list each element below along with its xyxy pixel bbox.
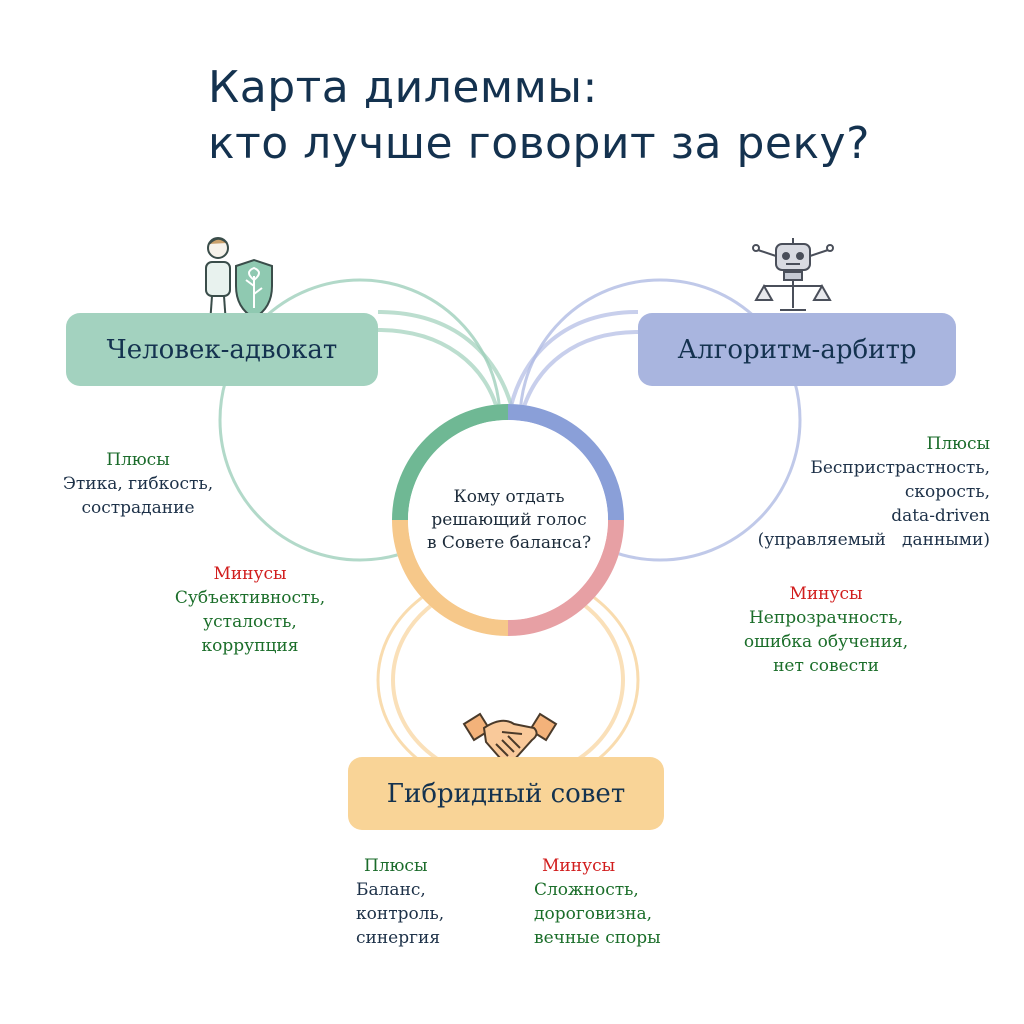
cons-item: коррупция (201, 636, 299, 656)
cons-label: Минусы (213, 564, 287, 584)
cons-item: вечные споры (534, 928, 661, 948)
person-with-leaf-shield-icon (205, 237, 273, 325)
center-question-line: в Совете баланса? (426, 533, 592, 553)
node-human-advocate: Человек-адвокат (66, 313, 378, 386)
cons-item: Сложность, (534, 880, 639, 900)
center-question-line: Кому отдать (453, 487, 565, 507)
cons-label: Минусы (542, 856, 616, 876)
pros-label: Плюсы (106, 450, 170, 470)
handshake-icon (462, 712, 558, 764)
pros-item: контроль, (356, 904, 445, 924)
pros-item: Этика, гибкость, (62, 474, 214, 494)
cons-item: нет совести (773, 656, 879, 676)
cons-item: Субъективность, (174, 588, 326, 608)
human-pros: Плюсы Этика, гибкость, сострадание (20, 448, 256, 520)
pros-label: Плюсы (926, 434, 990, 454)
pros-item: Беспристрастность, (810, 458, 990, 478)
algorithm-cons: Минусы Непрозрачность, ошибка обучения, … (700, 582, 952, 678)
pros-item: сострадание (81, 498, 195, 518)
algorithm-pros: Плюсы Беспристрастность, скорость, data-… (690, 432, 990, 552)
cons-item: Непрозрачность, (748, 608, 903, 628)
pros-item: скорость, (904, 482, 990, 502)
center-question: Кому отдать решающий голос в Совете бала… (400, 486, 618, 555)
center-ring (392, 404, 624, 636)
hybrid-pros: Плюсы Баланс, контроль, синергия (356, 854, 506, 950)
cons-item: дороговизна, (534, 904, 653, 924)
human-cons: Минусы Субъективность, усталость, корруп… (130, 562, 370, 658)
pros-item: data-driven (891, 506, 990, 526)
hybrid-cons: Минусы Сложность, дороговизна, вечные сп… (534, 854, 714, 950)
cons-item: ошибка обучения, (743, 632, 909, 652)
node-hybrid-council: Гибридный совет (348, 757, 664, 830)
robot-with-scales-icon (752, 238, 834, 311)
pros-item: (управляемый данными) (757, 530, 990, 550)
pros-item: Баланс, (356, 880, 426, 900)
cons-label: Минусы (789, 584, 863, 604)
pros-item: синергия (356, 928, 441, 948)
cons-item: усталость, (203, 612, 297, 632)
page-title-line-2: кто лучше говорит за реку? (208, 118, 870, 169)
page-title-line-1: Карта дилеммы: (208, 62, 598, 113)
center-question-line: решающий голос (431, 510, 587, 530)
node-algorithm-arbiter: Алгоритм-арбитр (638, 313, 956, 386)
pros-label: Плюсы (364, 856, 428, 876)
